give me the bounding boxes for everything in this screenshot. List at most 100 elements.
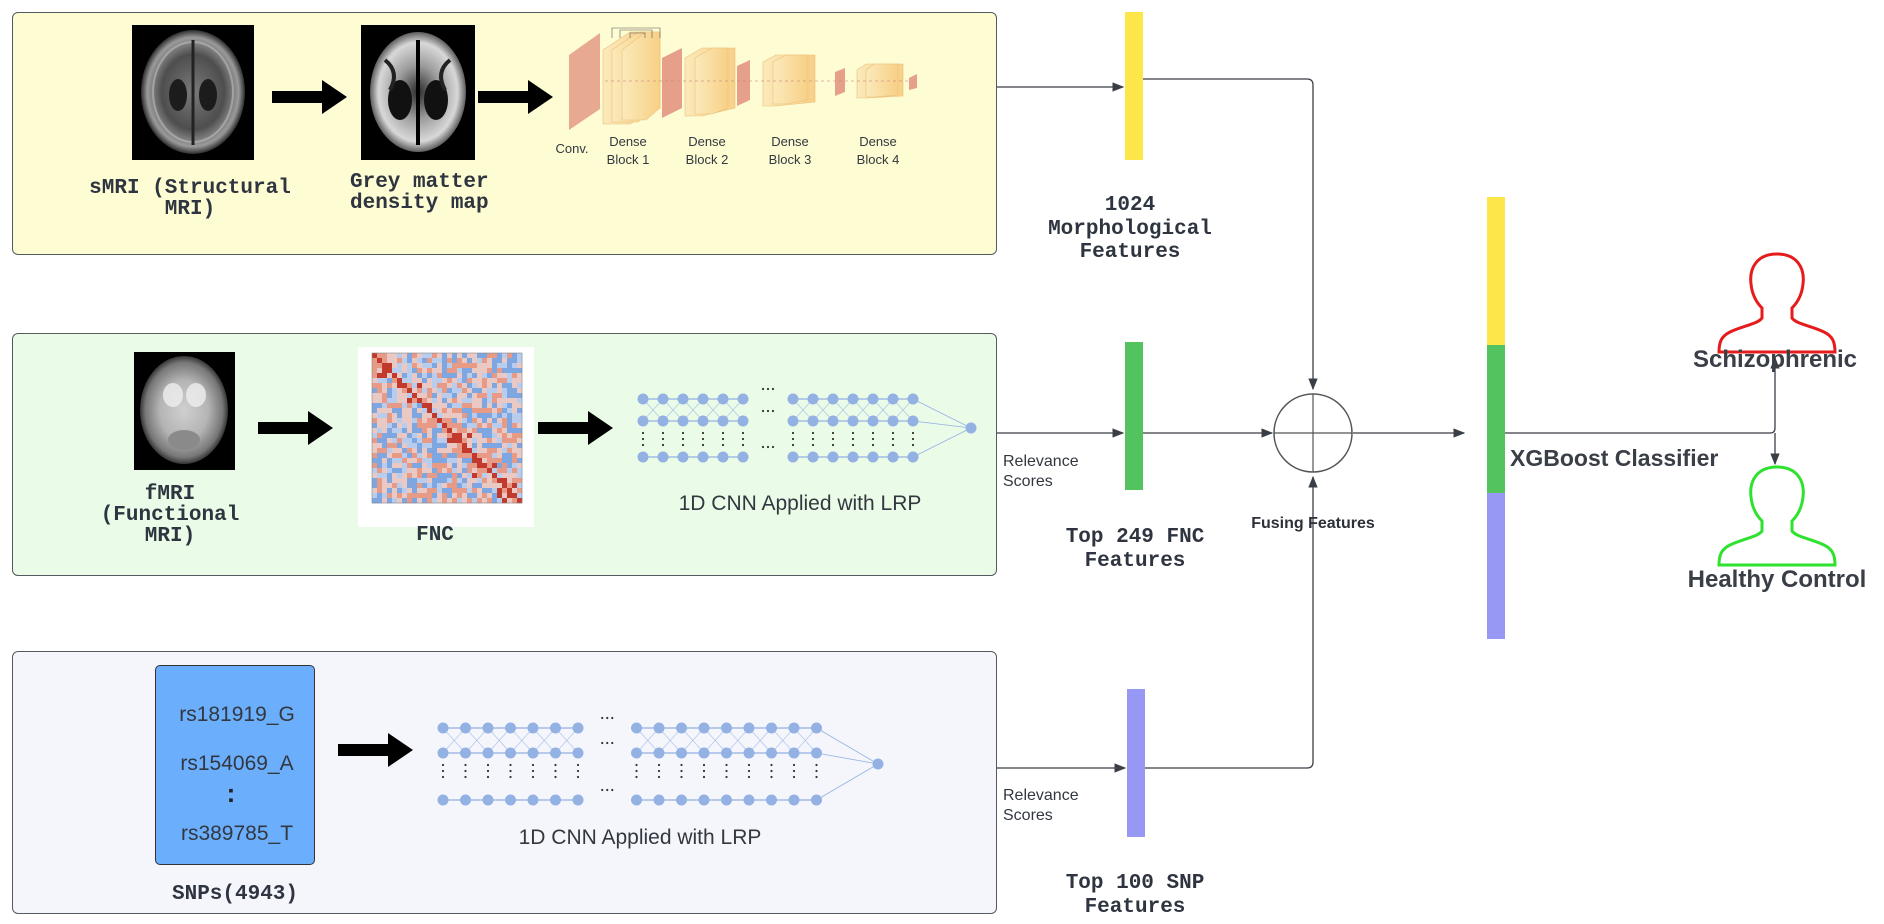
fnc-matrix-cell (497, 383, 503, 389)
fnc-matrix-cell (502, 363, 508, 369)
fnc-matrix-cell (407, 393, 413, 399)
fnc-matrix-cell (517, 398, 523, 404)
fnc-matrix-cell (517, 498, 523, 504)
arrow-right-icon (538, 411, 613, 445)
fnc-matrix-cell (452, 388, 458, 394)
fnc-matrix-cell (382, 388, 388, 394)
cnn-dot (811, 443, 815, 447)
fnc-matrix-cell (452, 418, 458, 424)
fnc-matrix-cell (517, 468, 523, 474)
fnc-matrix-cell (432, 353, 438, 359)
fnc-matrix-cell (477, 388, 483, 394)
fnc-matrix-cell (462, 473, 468, 479)
fnc-matrix-cell (387, 443, 393, 449)
fnc-matrix-cell (437, 398, 443, 404)
cnn-dot (747, 775, 751, 779)
fnc-matrix-cell (422, 468, 428, 474)
fnc-matrix-cell (517, 418, 523, 424)
fnc-matrix-cell (422, 443, 428, 449)
fnc-matrix-cell (412, 458, 418, 464)
cnn-edge (748, 727, 772, 754)
cnn-node (677, 393, 689, 405)
fnc-matrix-cell (477, 398, 483, 404)
fnc-matrix-cell (452, 423, 458, 429)
fnc-matrix-cell (487, 403, 493, 409)
fnc-matrix-cell (422, 418, 428, 424)
fnc-matrix-cell (417, 433, 423, 439)
fnc-matrix-cell (427, 468, 433, 474)
fnc-matrix-cell (412, 378, 418, 384)
cnn-dot (531, 775, 535, 779)
fnc-matrix-cell (512, 483, 518, 489)
cnn-node (737, 451, 749, 463)
fnc-matrix-cell (497, 478, 503, 484)
fnc-matrix-cell (427, 358, 433, 364)
fnc-matrix-cell (512, 448, 518, 454)
fnc-matrix-cell (397, 443, 403, 449)
fnc-matrix-cell (512, 428, 518, 434)
fnc-matrix-cell (402, 483, 408, 489)
cnn-node (907, 415, 919, 427)
cnn-node (527, 747, 539, 759)
fnc-matrix-cell (482, 483, 488, 489)
fnc-matrix-cell (452, 358, 458, 364)
fnc-matrix-cell (512, 373, 518, 379)
fnc-matrix-cell (432, 448, 438, 454)
fnc-matrix-cell (402, 493, 408, 499)
fnc-matrix-cell (372, 448, 378, 454)
fnc-matrix-cell (502, 498, 508, 504)
fnc-matrix-cell (402, 438, 408, 444)
fnc-matrix-cell (437, 483, 443, 489)
fnc-matrix-cell (452, 473, 458, 479)
fnc-matrix-cell (497, 388, 503, 394)
snp-item-3: rs389785_T (180, 822, 294, 845)
fnc-matrix-cell (472, 358, 478, 364)
fnc-matrix-cell (497, 473, 503, 479)
cnn-dot (770, 775, 773, 779)
cnn-node (653, 794, 665, 806)
cnn-node (721, 747, 732, 759)
fnc-matrix-cell (372, 478, 378, 484)
fnc-matrix-cell (417, 423, 423, 429)
fnc-matrix-cell (372, 368, 378, 374)
fnc-matrix-cell (412, 373, 418, 379)
fnc-matrix-cell (462, 358, 468, 364)
fnc-matrix-cell (422, 408, 428, 414)
fnc-matrix-cell (422, 428, 428, 434)
fnc-matrix-cell (427, 383, 433, 389)
fnc-matrix-cell (372, 443, 378, 449)
fnc-matrix-cell (382, 418, 388, 424)
fnc-matrix-cell (462, 408, 468, 414)
fnc-matrix-cell (397, 393, 403, 399)
fnc-matrix-cell (382, 403, 388, 409)
fnc-matrix-cell (437, 438, 443, 444)
cnn-node (505, 722, 516, 734)
fnc-matrix-cell (447, 383, 453, 389)
fnc-matrix-cell (422, 353, 428, 359)
fnc-matrix-cell (372, 483, 378, 489)
fnc-matrix-cell (447, 458, 453, 464)
cnn-node (717, 393, 729, 405)
fnc-matrix-cell (482, 433, 488, 439)
fnc-matrix-cell (427, 418, 433, 424)
fnc-matrix-cell (392, 403, 398, 409)
fnc-matrix-cell (427, 488, 433, 494)
fnc-matrix-cell (392, 363, 398, 369)
fnc-matrix-cell (412, 423, 418, 429)
fnc-matrix-cell (457, 358, 463, 364)
fnc-matrix-cell (402, 353, 408, 359)
fnc-matrix-cell (372, 438, 378, 444)
fnc-matrix-cell (412, 418, 418, 424)
fnc-matrix-cell (377, 443, 383, 449)
fnc-matrix-cell (517, 493, 523, 499)
fnc-matrix-cell (497, 368, 503, 374)
fnc-matrix-cell (462, 363, 468, 369)
fnc-matrix-cell (512, 443, 518, 449)
fnc-matrix-cell (517, 353, 523, 359)
fnc-matrix-cell (392, 353, 398, 359)
fnc-matrix-cell (422, 403, 428, 409)
fnc-matrix-cell (467, 393, 473, 399)
fnc-matrix-cell (477, 438, 483, 444)
fnc-matrix-cell (382, 498, 388, 504)
fnc-matrix-cell (447, 408, 453, 414)
